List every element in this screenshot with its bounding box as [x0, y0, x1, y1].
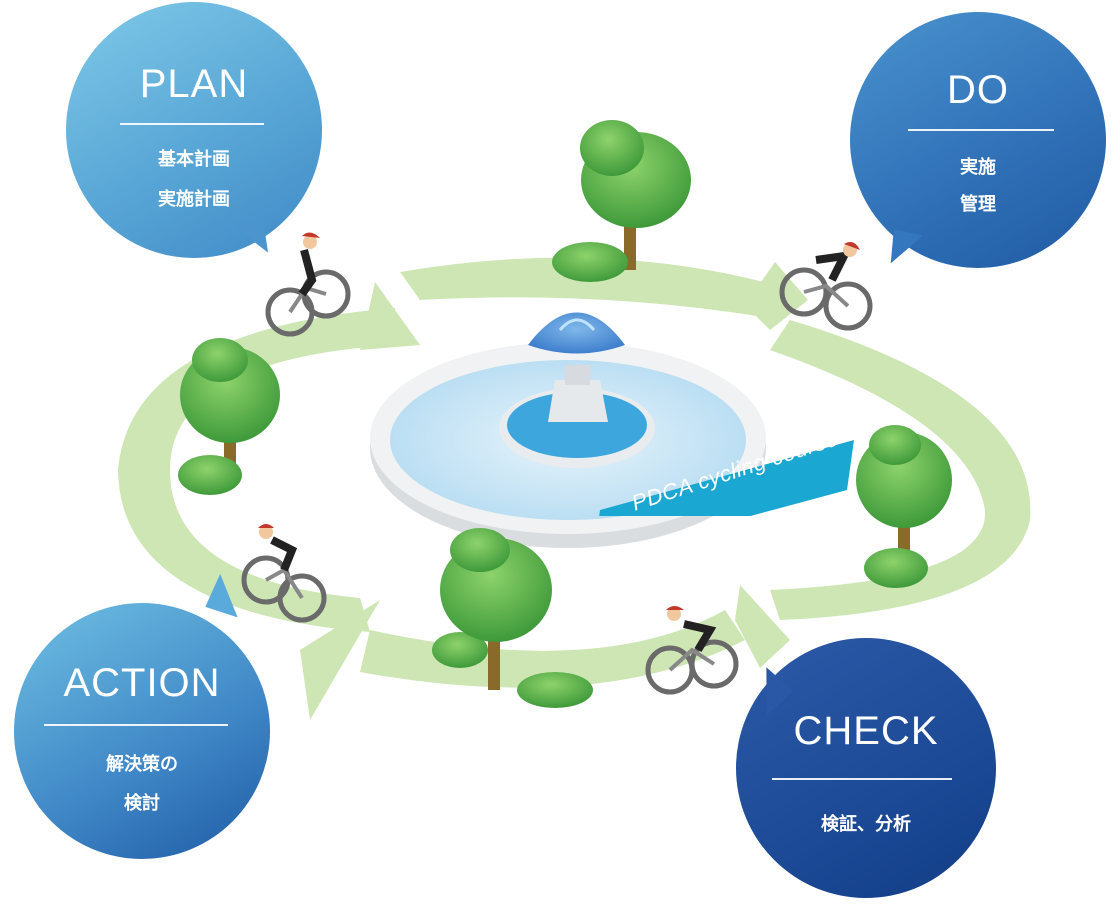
plan-divider — [120, 123, 264, 125]
plan-line-2: 実施計画 — [158, 189, 230, 210]
cyclist-icon — [241, 524, 327, 623]
tree-icon — [856, 425, 952, 588]
action-bubble: ACTION 解決策の 検討 — [14, 572, 270, 859]
tree-icon — [178, 338, 280, 495]
tree-icon — [432, 528, 593, 708]
fountain-icon — [370, 312, 766, 548]
do-bubble: DO 実施 管理 — [850, 12, 1106, 269]
action-line-1: 解決策の — [106, 754, 178, 775]
plan-line-1: 基本計画 — [158, 149, 230, 170]
check-title: CHECK — [793, 709, 939, 753]
action-line-2: 検討 — [124, 793, 160, 814]
cyclist-icon — [779, 242, 873, 331]
do-line-2: 管理 — [960, 194, 996, 215]
check-bubble: CHECK 検証、分析 — [736, 638, 996, 898]
action-title: ACTION — [63, 661, 221, 705]
do-title: DO — [947, 68, 1009, 112]
do-divider — [908, 129, 1054, 131]
course-sign — [599, 440, 854, 516]
cyclist-icon — [645, 606, 739, 695]
plan-title: PLAN — [139, 62, 249, 106]
cyclist-icon — [265, 232, 351, 337]
plan-bubble: PLAN 基本計画 実施計画 — [66, 2, 322, 260]
action-divider — [44, 724, 228, 726]
check-line-1: 検証、分析 — [821, 814, 911, 835]
check-divider — [772, 778, 952, 780]
do-line-1: 実施 — [960, 157, 996, 178]
tree-icon — [552, 120, 691, 282]
